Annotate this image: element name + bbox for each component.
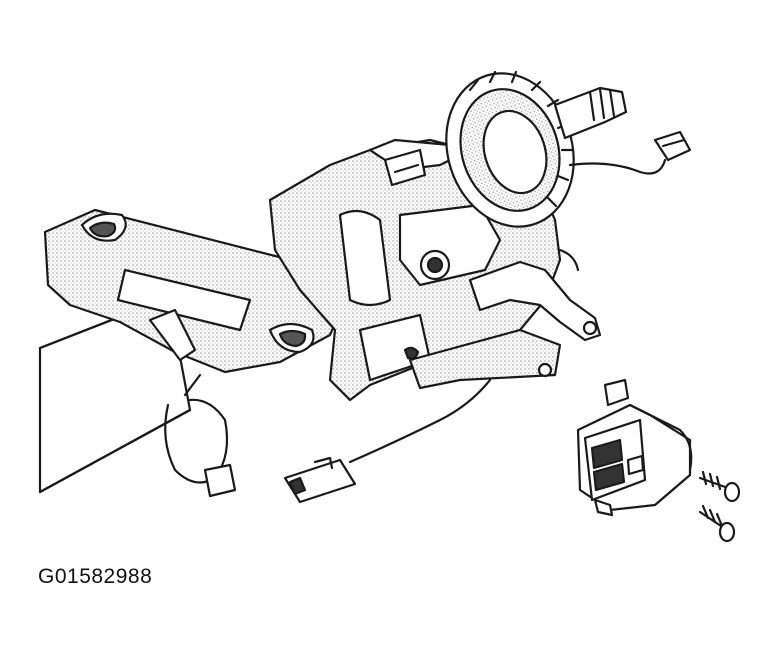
steering-shaft — [553, 86, 628, 140]
connector-harness — [283, 378, 492, 504]
lower-bracket — [408, 328, 562, 390]
mounting-bolt — [698, 470, 741, 503]
ignition-switch-module — [576, 378, 693, 517]
column-clamp — [148, 308, 237, 498]
figure-id-label: G01582988 — [38, 565, 153, 588]
upper-wire-harness — [568, 130, 692, 175]
mounting-screw — [698, 504, 736, 543]
linkage-arm — [468, 248, 602, 342]
